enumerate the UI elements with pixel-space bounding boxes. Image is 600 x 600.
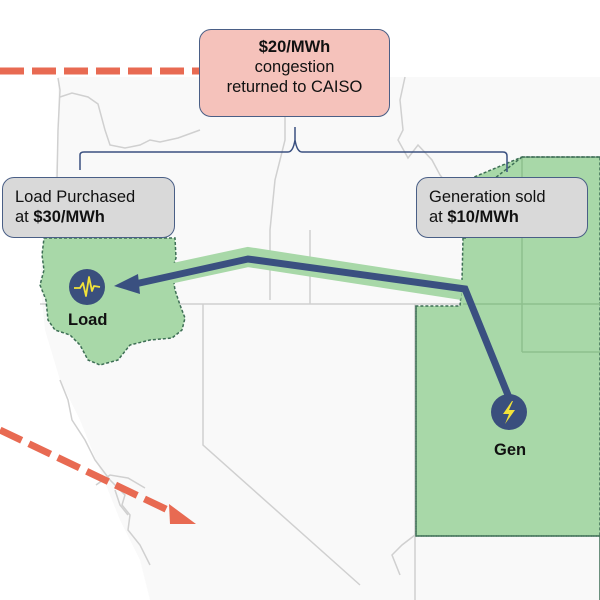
gen-callout: Generation sold at $10/MWh [416, 177, 588, 238]
gen-price: $10/MWh [447, 208, 519, 226]
congestion-line2: returned to CAISO [226, 78, 363, 96]
congestion-bracket [79, 127, 508, 172]
congestion-callout: $20/MWh congestion returned to CAISO [199, 29, 390, 117]
load-callout-prefix: at [15, 208, 34, 226]
load-node-label: Load [68, 311, 108, 329]
lightning-bolt-icon [503, 401, 515, 424]
congestion-price: $20/MWh [258, 38, 331, 56]
congestion-line1: congestion [254, 58, 335, 76]
waveform-icon [74, 276, 101, 297]
dashed-arrow-left-head [169, 504, 196, 524]
flow-arrow [134, 255, 514, 402]
gen-node[interactable] [491, 394, 527, 430]
load-callout-line1: Load Purchased [15, 188, 136, 206]
gen-callout-prefix: at [429, 208, 448, 226]
gen-node-label: Gen [494, 441, 527, 459]
load-price: $30/MWh [33, 208, 105, 226]
gen-callout-line1: Generation sold [429, 188, 546, 206]
load-callout: Load Purchased at $30/MWh [2, 177, 175, 238]
flow-arrow-head [114, 274, 140, 294]
load-node[interactable] [69, 269, 105, 305]
external-flow-arrows [0, 67, 200, 524]
